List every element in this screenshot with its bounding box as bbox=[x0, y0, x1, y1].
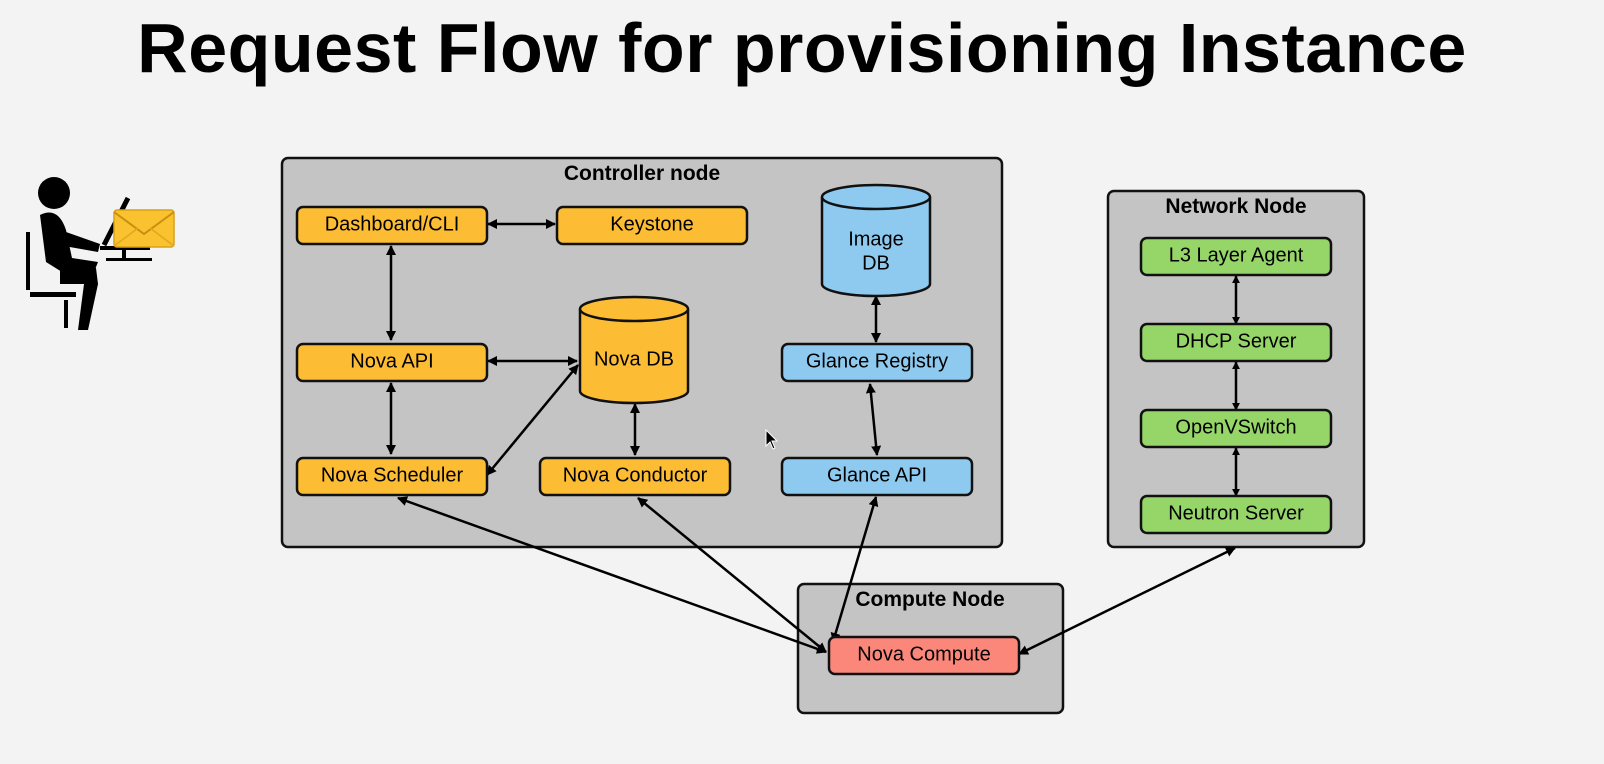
arrow-conductor-compute bbox=[637, 497, 827, 653]
envelope-icon bbox=[113, 209, 175, 248]
image-db-cylinder: Image DB bbox=[820, 183, 932, 298]
dhcp-server-box: DHCP Server bbox=[1139, 322, 1333, 363]
nova-compute-box: Nova Compute bbox=[827, 635, 1021, 676]
connection-arrows bbox=[386, 219, 1240, 656]
arrow-neutron-compute bbox=[1018, 546, 1236, 656]
network-node-label: Network Node bbox=[1165, 195, 1306, 218]
nova-api-box: Nova API bbox=[295, 342, 489, 383]
dashboard-cli-box: Dashboard/CLI bbox=[295, 205, 489, 246]
nova-db-cylinder: Nova DB bbox=[578, 295, 690, 405]
svg-text:Image: Image bbox=[848, 228, 904, 250]
controller-node-label: Controller node bbox=[564, 162, 720, 185]
l3-layer-agent-box: L3 Layer Agent bbox=[1139, 236, 1333, 277]
svg-text:Dashboard/CLI: Dashboard/CLI bbox=[325, 213, 460, 235]
svg-text:Nova API: Nova API bbox=[350, 350, 433, 372]
svg-text:Glance Registry: Glance Registry bbox=[806, 350, 948, 372]
compute-node-label: Compute Node bbox=[855, 588, 1004, 611]
user-at-computer-icon bbox=[26, 177, 152, 330]
neutron-server-box: Neutron Server bbox=[1139, 494, 1333, 535]
arrow-scheduler-novadb bbox=[486, 364, 579, 476]
glance-registry-box: Glance Registry bbox=[780, 342, 974, 383]
nova-conductor-box: Nova Conductor bbox=[538, 456, 732, 497]
svg-text:Nova Conductor: Nova Conductor bbox=[563, 464, 708, 486]
svg-text:DB: DB bbox=[862, 252, 890, 274]
svg-text:DHCP Server: DHCP Server bbox=[1176, 330, 1297, 352]
arrow-registry-glanceapi bbox=[865, 383, 882, 456]
svg-text:Keystone: Keystone bbox=[610, 213, 693, 235]
slide-title: Request Flow for provisioning Instance bbox=[137, 9, 1467, 87]
svg-text:L3 Layer Agent: L3 Layer Agent bbox=[1169, 244, 1304, 266]
svg-text:Nova Scheduler: Nova Scheduler bbox=[321, 464, 464, 486]
svg-text:Nova Compute: Nova Compute bbox=[857, 643, 990, 665]
keystone-box: Keystone bbox=[555, 205, 749, 246]
nova-scheduler-box: Nova Scheduler bbox=[295, 456, 489, 497]
svg-text:OpenVSwitch: OpenVSwitch bbox=[1175, 416, 1296, 438]
svg-text:Glance API: Glance API bbox=[827, 464, 927, 486]
glance-api-box: Glance API bbox=[780, 456, 974, 497]
mouse-pointer-icon bbox=[765, 428, 779, 450]
openvswitch-box: OpenVSwitch bbox=[1139, 408, 1333, 449]
svg-text:Nova DB: Nova DB bbox=[594, 348, 674, 370]
svg-text:Neutron Server: Neutron Server bbox=[1168, 502, 1304, 524]
arrow-glanceapi-compute bbox=[830, 496, 879, 643]
